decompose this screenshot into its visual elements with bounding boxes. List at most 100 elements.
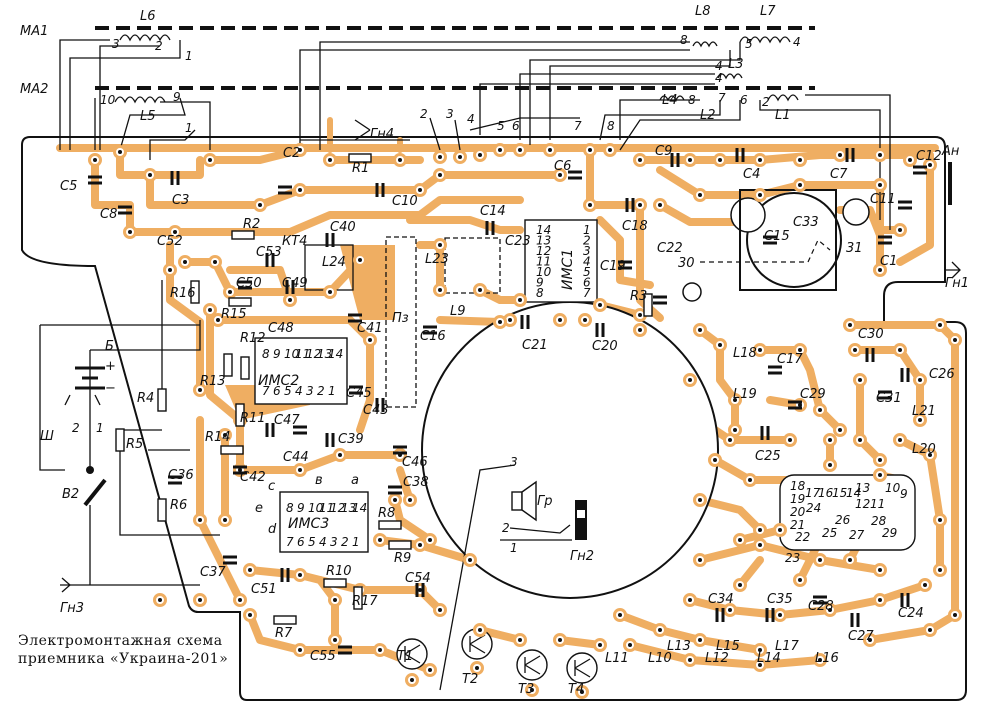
- ims2-pin-bottom: 4: [295, 384, 303, 398]
- point-e: е: [255, 501, 263, 516]
- solder-pad-hole: [638, 328, 642, 332]
- label-c3: C3: [172, 193, 189, 208]
- label-c51: C51: [251, 582, 277, 597]
- label-c52: C52: [157, 234, 183, 249]
- capacitor-symbol: [845, 148, 855, 162]
- capacitor-symbol: [618, 260, 632, 270]
- label-c1: C1: [880, 254, 897, 269]
- connector-pin: 18: [790, 479, 806, 493]
- label-c20: C20: [592, 339, 618, 354]
- connector-pin: 25: [822, 526, 837, 540]
- label-l8: L8: [695, 4, 711, 19]
- top-terminal-number: 3: [446, 107, 454, 121]
- solder-pad-hole: [118, 150, 122, 154]
- coil-l4: [659, 95, 685, 102]
- label-c17: C17: [777, 352, 803, 367]
- transistor-t2: [461, 628, 493, 660]
- solder-pad-hole: [918, 418, 922, 422]
- solder-pad-hole: [438, 243, 442, 247]
- solder-pad-hole: [548, 148, 552, 152]
- solder-pad-hole: [928, 163, 932, 167]
- solder-pad-hole: [248, 568, 252, 572]
- coil-terminal-number: 10: [100, 93, 116, 107]
- solder-pad-hole: [588, 203, 592, 207]
- resistor-symbol: [190, 280, 200, 304]
- coil-terminal-number: 4: [715, 59, 723, 73]
- resistor-symbol: [228, 297, 252, 307]
- solder-pad-hole: [688, 658, 692, 662]
- label-c47: C47: [274, 413, 300, 428]
- solder-pad-hole: [868, 638, 872, 642]
- label-c12: C12: [916, 149, 942, 164]
- capacitor-symbol: [285, 280, 295, 294]
- solder-pad-hole: [208, 158, 212, 162]
- solder-pad-hole: [953, 613, 957, 617]
- label-c31: C31: [876, 391, 902, 406]
- solder-pad-hole: [728, 608, 732, 612]
- label-c35: C35: [767, 592, 793, 607]
- coil-l3: [717, 73, 743, 80]
- ims2-pin-bottom: 3: [306, 384, 314, 398]
- label-l24: L24: [322, 255, 346, 270]
- gn1-jack: [945, 261, 961, 279]
- resistor-symbol: [231, 230, 255, 240]
- ims1-pin-left: 9: [536, 276, 544, 290]
- solder-pad-hole: [478, 288, 482, 292]
- solder-pad-hole: [298, 148, 302, 152]
- solder-pad-hole: [338, 453, 342, 457]
- connector-pin: 9: [900, 487, 908, 501]
- resistor-symbol: [353, 586, 363, 610]
- label-r3: R3: [630, 289, 647, 304]
- label-ims3: ИМС3: [288, 516, 329, 532]
- connector-pin: 22: [795, 530, 810, 544]
- capacitor-symbol: [88, 175, 102, 185]
- capacitor-symbol: [423, 325, 437, 335]
- capacitor-symbol: [485, 221, 495, 235]
- label-l9: L9: [450, 304, 466, 319]
- coil-terminal-number: 8: [688, 93, 696, 107]
- label-c54: C54: [405, 571, 431, 586]
- solder-pad-hole: [428, 538, 432, 542]
- speaker-magnet: [511, 491, 523, 511]
- label-l7: L7: [760, 4, 776, 19]
- solder-pad-hole: [758, 663, 762, 667]
- solder-pad-hole: [608, 148, 612, 152]
- solder-pad-hole: [468, 558, 472, 562]
- coil-terminal-number: 5: [745, 37, 753, 51]
- tuner-hole: [746, 192, 842, 288]
- label-l11: L11: [605, 651, 629, 666]
- label-t3: Т3: [518, 682, 534, 697]
- capacitor-symbol: [170, 171, 180, 185]
- label-c50: C50: [236, 276, 262, 291]
- ims3-pin-top: 9: [297, 501, 305, 515]
- solder-pad-hole: [878, 568, 882, 572]
- solder-pad-hole: [478, 153, 482, 157]
- connector-pin: 11: [870, 497, 885, 511]
- capacitor-symbol: [898, 200, 912, 210]
- solder-pad-hole: [328, 290, 332, 294]
- solder-pad-hole: [530, 688, 534, 692]
- components: [88, 148, 927, 655]
- ims2-pin-bottom: 2: [317, 384, 325, 398]
- label-l19: L19: [733, 387, 757, 402]
- solder-pad-hole: [758, 193, 762, 197]
- capacitor-symbol: [715, 608, 725, 622]
- ims2-pin-top: 12: [306, 347, 321, 361]
- solder-pad-hole: [798, 403, 802, 407]
- label-r13: R13: [200, 374, 226, 389]
- solder-pad-hole: [898, 348, 902, 352]
- capacitor-symbol: [278, 185, 292, 195]
- solder-pad-hole: [518, 298, 522, 302]
- label-c24: C24: [898, 606, 924, 621]
- ims3-pin-bottom: 4: [319, 535, 327, 549]
- ims2-pin-bottom: 7: [262, 384, 270, 398]
- label-gn2: Гн2: [570, 549, 594, 564]
- resistor-symbol: [240, 356, 250, 380]
- solder-pad-hole: [778, 528, 782, 532]
- solder-pad-hole: [198, 388, 202, 392]
- ims3-pin-bottom: 5: [308, 535, 316, 549]
- solder-pad-hole: [728, 438, 732, 442]
- solder-pad-hole: [508, 318, 512, 322]
- resistor-symbol: [220, 445, 244, 455]
